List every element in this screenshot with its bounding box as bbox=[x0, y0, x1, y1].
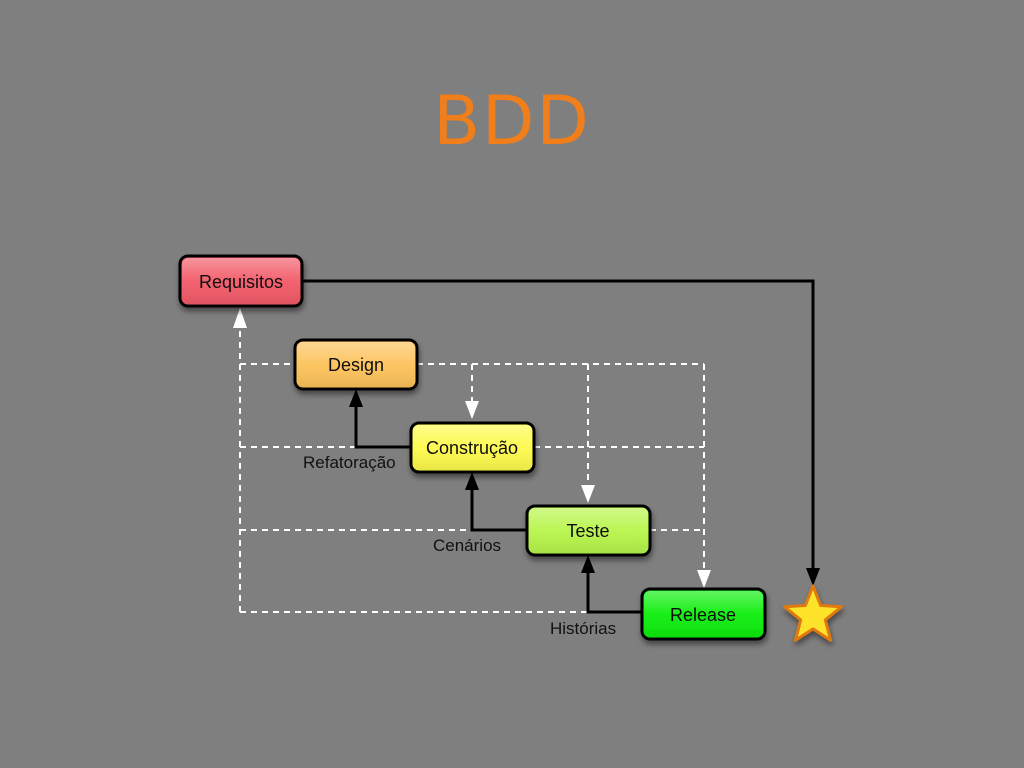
slide-title: BDD bbox=[433, 82, 591, 161]
star-icon bbox=[783, 584, 843, 642]
edge-label-refatoracao: Refatoração bbox=[303, 453, 396, 472]
stage-label-construcao: Construção bbox=[426, 438, 518, 458]
stage-construcao: Construção bbox=[409, 421, 536, 474]
stage-label-design: Design bbox=[328, 355, 384, 375]
edge-label-historias: Histórias bbox=[550, 619, 616, 638]
feedback-lines bbox=[239, 330, 705, 613]
feedback-arrowheads bbox=[233, 308, 711, 588]
edge-label-cenarios: Cenários bbox=[433, 536, 501, 555]
stage-design: Design bbox=[293, 338, 419, 391]
stage-requisitos: Requisitos bbox=[178, 254, 304, 308]
stage-teste: Teste bbox=[525, 504, 652, 557]
flow-lines bbox=[302, 279, 815, 614]
stage-release: Release bbox=[640, 587, 767, 641]
flow-arrowheads bbox=[349, 389, 820, 586]
stage-label-requisitos: Requisitos bbox=[199, 272, 283, 292]
stage-label-release: Release bbox=[670, 605, 736, 625]
stage-label-teste: Teste bbox=[566, 521, 609, 541]
